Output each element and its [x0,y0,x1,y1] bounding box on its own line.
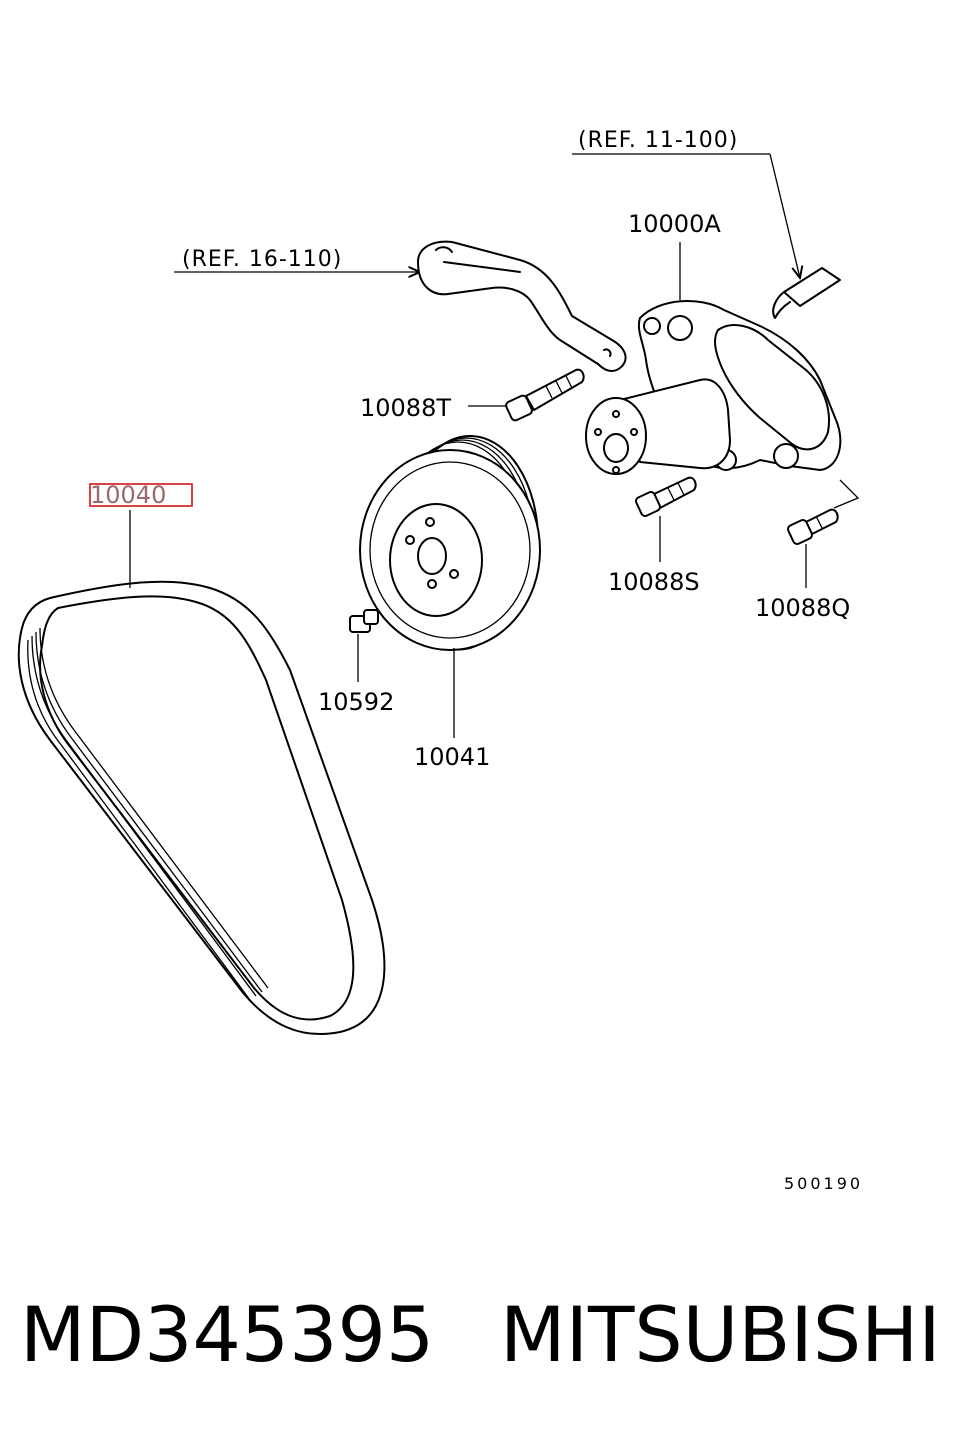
diagram-code: 500190 [784,1174,863,1193]
part-label-10041: 10041 [414,743,490,771]
pulley-icon [359,435,541,651]
part-label-10088S: 10088S [608,568,700,596]
ref-16-110-label: (REF. 16-110) [182,247,342,272]
highlight-box-10040 [89,483,193,507]
water-pump-icon [585,300,860,509]
part-label-10000A: 10000A [628,210,721,238]
part-label-10088Q: 10088Q [755,594,850,622]
ref-11-100-leader [769,153,800,278]
bolt-10088Q-icon [787,508,839,545]
drive-belt-icon [17,580,386,1036]
bracket-icon [417,240,627,372]
part-number: MD345395 [20,1290,435,1379]
bolt-10088T-icon [505,368,585,422]
brand-name: MITSUBISHI [500,1290,941,1379]
bolt-10592-icon [349,609,379,633]
footer: MD345395 MITSUBISHI [0,1290,960,1390]
part-label-10592: 10592 [318,688,394,716]
sealant-tube-icon [772,267,841,319]
ref-11-100-label: (REF. 11-100) [578,128,738,153]
part-label-10040: 10040 [90,481,166,509]
bolt-10088S-icon [635,476,697,517]
part-label-10088T: 10088T [360,394,451,422]
